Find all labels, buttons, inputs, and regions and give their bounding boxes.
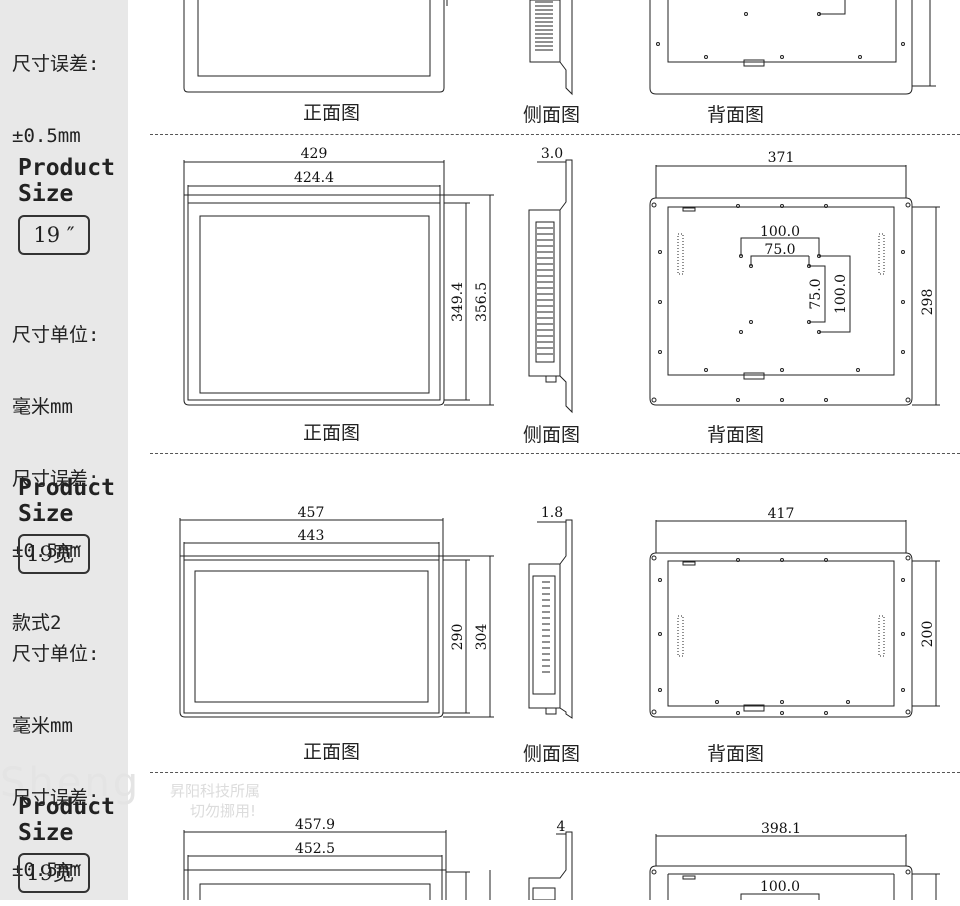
meta-line: 毫米mm bbox=[12, 396, 73, 418]
back-view-top bbox=[649, 0, 936, 95]
dim-label: 298 bbox=[920, 289, 936, 316]
caption-back-view: 背面图 bbox=[707, 743, 765, 765]
watermark-text: 切勿挪用! bbox=[190, 802, 257, 820]
caption-side-view: 侧面图 bbox=[523, 424, 581, 446]
meta-line: 尺寸单位: bbox=[12, 643, 100, 665]
caption-side-view: 侧面图 bbox=[523, 743, 581, 765]
meta-line: ±0.5mm bbox=[12, 125, 81, 147]
dim-label: 356.5 bbox=[474, 282, 490, 322]
watermark-text: 昇阳科技所属 bbox=[170, 782, 261, 800]
meta-line: 毫米mm bbox=[12, 715, 73, 737]
watermark-logo: Sheng bbox=[0, 760, 142, 806]
dim-label: 1.8 bbox=[541, 505, 563, 521]
section-divider bbox=[150, 453, 960, 454]
size-label: Size bbox=[18, 501, 74, 527]
front-view-19w-b bbox=[183, 830, 491, 900]
meta-line: ±0.5mm bbox=[12, 540, 81, 562]
section-divider bbox=[150, 134, 960, 135]
dim-label: 200 bbox=[920, 621, 936, 648]
meta-line: 尺寸误差: bbox=[12, 787, 100, 809]
dim-label: 3.0 bbox=[541, 146, 563, 162]
dim-label: 452.5 bbox=[295, 841, 335, 857]
spec-notes-top: 尺寸误差: ±0.5mm bbox=[12, 4, 99, 172]
product-size-label: Product Size bbox=[18, 475, 115, 527]
dim-label: 349.4 bbox=[450, 282, 466, 322]
product-size-label: Product Size bbox=[18, 794, 115, 846]
product-label: Product bbox=[18, 794, 115, 820]
meta-line: 尺寸误差: bbox=[12, 468, 100, 490]
dim-label: 304 bbox=[474, 624, 490, 651]
size-badge: 19宽″ bbox=[18, 534, 90, 574]
dim-label: 417 bbox=[768, 506, 795, 522]
spec-notes: 尺寸单位: 毫米mm 尺寸误差: ±0.5mm bbox=[12, 594, 99, 906]
meta-line: ±0.5mm bbox=[12, 859, 81, 881]
caption-front-view: 正面图 bbox=[303, 102, 361, 124]
side-view-top bbox=[529, 0, 573, 96]
back-view-19 bbox=[649, 165, 940, 406]
dim-label: 457.9 bbox=[295, 817, 335, 833]
side-view-19w-b bbox=[528, 831, 573, 900]
product-label: Product bbox=[18, 155, 115, 181]
back-view-19w-b bbox=[649, 834, 940, 900]
back-view-19w bbox=[649, 520, 940, 718]
front-view-19 bbox=[183, 160, 494, 406]
left-label-column bbox=[0, 0, 128, 900]
dim-label: 424.4 bbox=[294, 170, 334, 186]
meta-line: 款式2 bbox=[12, 612, 62, 634]
caption-back-view: 背面图 bbox=[707, 424, 765, 446]
dim-label: 4 bbox=[557, 819, 566, 835]
size-label: Size bbox=[18, 820, 74, 846]
caption-back-view: 背面图 bbox=[707, 104, 765, 126]
size-badge: 19 ″ bbox=[18, 215, 90, 255]
size-label: Size bbox=[18, 181, 74, 207]
front-view-top bbox=[183, 0, 448, 93]
spec-notes: 尺寸单位: 毫米mm 尺寸误差: ±0.5mm 款式2 bbox=[12, 275, 99, 659]
side-view-19 bbox=[528, 159, 573, 414]
side-view-19w bbox=[528, 519, 573, 719]
caption-side-view: 侧面图 bbox=[523, 104, 581, 126]
dim-label: 429 bbox=[301, 146, 328, 162]
caption-front-view: 正面图 bbox=[303, 741, 361, 763]
dim-label: 457 bbox=[298, 505, 325, 521]
meta-line: 尺寸单位: bbox=[12, 324, 100, 346]
dim-label: 443 bbox=[298, 528, 325, 544]
front-view-19w bbox=[179, 518, 494, 718]
product-size-label: Product Size bbox=[18, 155, 115, 207]
dim-label: 398.1 bbox=[761, 821, 801, 837]
section-divider bbox=[150, 772, 960, 773]
dim-label: 75.0 bbox=[808, 278, 824, 309]
dim-label: 371 bbox=[768, 150, 795, 166]
dim-label: 100.0 bbox=[760, 224, 800, 240]
dim-label: 100.0 bbox=[760, 879, 800, 895]
product-label: Product bbox=[18, 475, 115, 501]
caption-front-view: 正面图 bbox=[303, 422, 361, 444]
size-badge: 19宽″ bbox=[18, 853, 90, 893]
dim-label: 100.0 bbox=[833, 274, 849, 314]
meta-line: 尺寸误差: bbox=[12, 53, 100, 75]
dim-label: 75.0 bbox=[764, 242, 795, 258]
dim-label: 290 bbox=[450, 624, 466, 651]
